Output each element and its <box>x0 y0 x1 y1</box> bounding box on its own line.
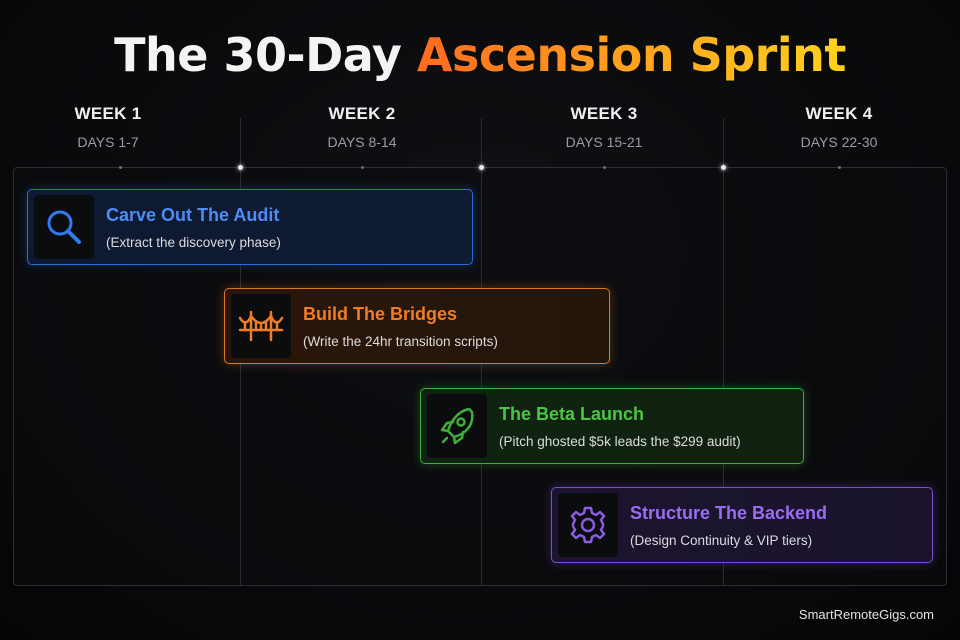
week-label: WEEK 3 <box>570 104 638 123</box>
bridge-icon <box>231 294 291 358</box>
task-carve-out-audit: Carve Out The Audit (Extract the discove… <box>27 189 473 265</box>
week-label: WEEK 1 <box>74 104 142 123</box>
task-title: Structure The Backend <box>630 502 828 523</box>
week-header-3: WEEK 3 DAYS 15-21 <box>504 104 704 150</box>
week-label: WEEK 2 <box>328 104 396 123</box>
week-days: DAYS 1-7 <box>77 134 139 150</box>
week-days: DAYS 15-21 <box>565 134 643 150</box>
task-subtitle: (Extract the discovery phase) <box>106 234 281 250</box>
week-days: DAYS 8-14 <box>327 134 397 150</box>
week-header-1: WEEK 1 DAYS 1-7 <box>8 104 208 150</box>
timeline-dot <box>479 165 484 170</box>
page-title: The 30-Day Ascension Sprint <box>0 28 960 82</box>
timeline-dot <box>721 165 726 170</box>
week-header-4: WEEK 4 DAYS 22-30 <box>739 104 939 150</box>
task-structure-backend: Structure The Backend (Design Continuity… <box>551 487 933 563</box>
title-part-1: The 30-Day <box>114 28 417 82</box>
timeline-tick <box>838 166 841 169</box>
task-title: The Beta Launch <box>499 403 645 424</box>
task-beta-launch: The Beta Launch (Pitch ghosted $5k leads… <box>420 388 804 464</box>
magnifier-icon <box>34 195 94 259</box>
gear-icon <box>558 493 618 557</box>
task-subtitle: (Write the 24hr transition scripts) <box>303 333 498 349</box>
timeline-tick <box>361 166 364 169</box>
week-header-2: WEEK 2 DAYS 8-14 <box>262 104 462 150</box>
timeline-dot <box>238 165 243 170</box>
timeline-tick <box>119 166 122 169</box>
week-divider <box>723 118 724 585</box>
task-subtitle: (Design Continuity & VIP tiers) <box>630 532 813 548</box>
rocket-icon <box>427 394 487 458</box>
task-subtitle: (Pitch ghosted $5k leads the $299 audit) <box>499 433 741 449</box>
task-title: Build The Bridges <box>303 303 458 324</box>
task-title: Carve Out The Audit <box>106 204 280 225</box>
footer-brand: SmartRemoteGigs.com <box>798 607 934 622</box>
week-days: DAYS 22-30 <box>800 134 878 150</box>
week-label: WEEK 4 <box>805 104 873 123</box>
timeline-tick <box>603 166 606 169</box>
task-build-bridges: Build The Bridges (Write the 24hr transi… <box>224 288 610 364</box>
title-part-2: Ascension Sprint <box>416 28 846 82</box>
